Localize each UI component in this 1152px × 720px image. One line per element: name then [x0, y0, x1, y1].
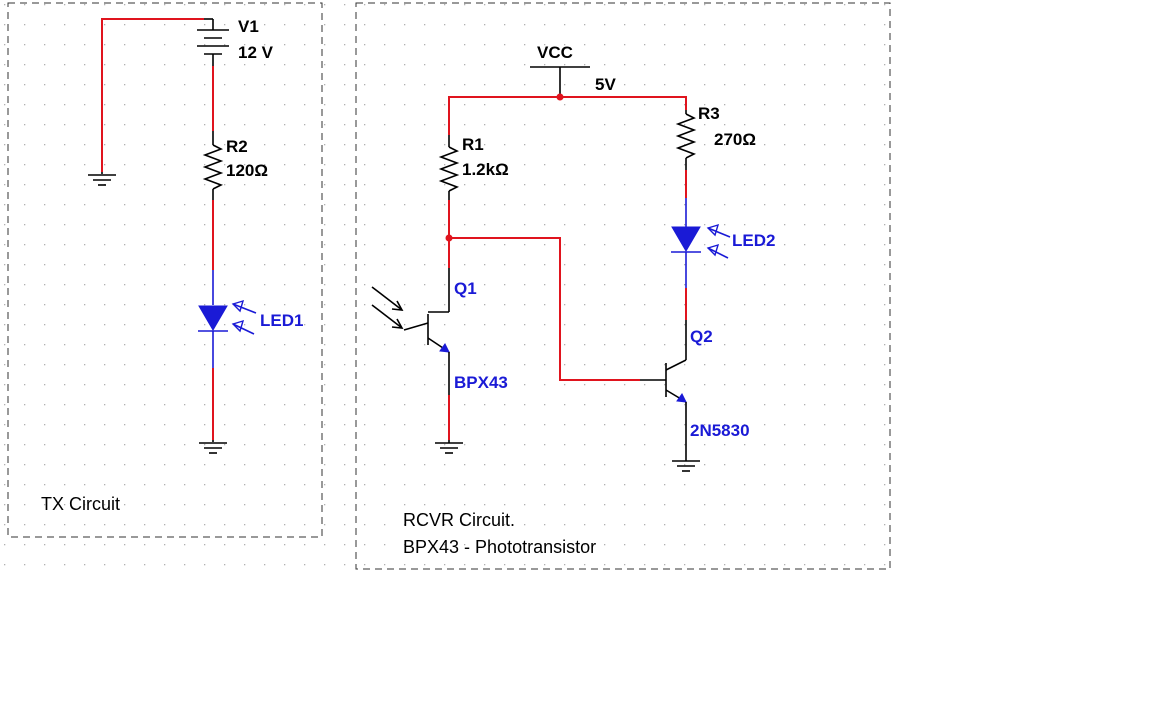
- q2-ref: Q2: [690, 327, 713, 346]
- vcc-value: 5V: [595, 75, 616, 94]
- rcvr-circuit-note-line1: RCVR Circuit.: [403, 510, 515, 530]
- npn-transistor-icon[interactable]: [640, 320, 687, 458]
- vcc-ref: VCC: [537, 43, 573, 62]
- junction-dot: [556, 93, 564, 101]
- resistor-icon[interactable]: [438, 135, 460, 200]
- led1-ref: LED1: [260, 311, 303, 330]
- tx-circuit: V1 12 V R2 120Ω LED1: [7, 2, 323, 538]
- ground-icon: [88, 172, 116, 186]
- r3-value: 270Ω: [714, 130, 756, 149]
- led-icon[interactable]: [671, 198, 731, 288]
- r2-value: 120Ω: [226, 161, 268, 180]
- r1-ref: R1: [462, 135, 484, 154]
- led-icon[interactable]: [198, 270, 257, 368]
- led2-ref: LED2: [732, 231, 775, 250]
- grid-background: [0, 0, 890, 570]
- tx-wire-ground-to-battery[interactable]: [101, 18, 204, 172]
- phototransistor-icon[interactable]: [371, 268, 450, 395]
- r3-ref: R3: [698, 104, 720, 123]
- resistor-icon[interactable]: [675, 110, 697, 170]
- resistor-icon[interactable]: [202, 131, 224, 200]
- rcvr-circuit: VCC 5V R1 1.2kΩ: [355, 2, 891, 570]
- tx-circuit-frame[interactable]: [7, 2, 323, 538]
- vcc-icon[interactable]: [530, 66, 590, 96]
- v1-ref: V1: [238, 17, 259, 36]
- rcvr-wire-top-rail[interactable]: [448, 96, 687, 135]
- q2-part: 2N5830: [690, 421, 750, 440]
- q1-ref: Q1: [454, 279, 477, 298]
- tx-circuit-note: TX Circuit: [41, 494, 120, 514]
- v1-value: 12 V: [238, 43, 274, 62]
- rcvr-circuit-note-line2: BPX43 - Phototransistor: [403, 537, 596, 557]
- battery-icon[interactable]: [197, 18, 229, 66]
- r2-ref: R2: [226, 137, 248, 156]
- r1-value: 1.2kΩ: [462, 160, 509, 179]
- rcvr-wire-node-to-q2-base[interactable]: [449, 237, 640, 381]
- ground-icon: [435, 440, 463, 454]
- ground-icon: [199, 440, 227, 454]
- q1-part: BPX43: [454, 373, 508, 392]
- ground-icon: [672, 458, 700, 472]
- rcvr-circuit-frame[interactable]: [355, 2, 891, 570]
